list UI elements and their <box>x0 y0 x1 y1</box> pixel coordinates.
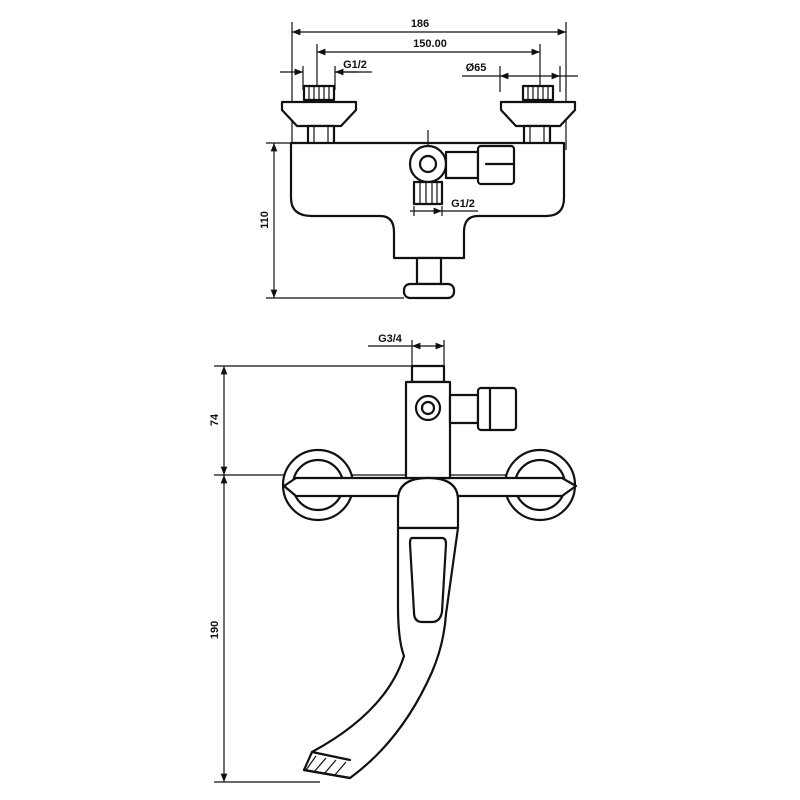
diverter-column <box>404 364 518 480</box>
left-eccentric-connector <box>280 84 358 146</box>
spout-inlay <box>408 536 448 624</box>
dimension-label-186: 186 <box>411 18 429 30</box>
spout-hub <box>396 476 460 530</box>
diverter-knob-top <box>408 144 516 186</box>
front-view: G3/4 74 190 <box>209 333 578 783</box>
dimension-body-height: 110 <box>259 142 404 299</box>
dimension-diverter-thread: G3/4 <box>368 333 445 366</box>
dimension-flange-diameter: Ø65 <box>462 62 578 92</box>
right-eccentric-connector <box>499 84 577 146</box>
dimension-label-74: 74 <box>209 413 221 426</box>
top-view: 186 150.00 G1/2 Ø65 <box>259 18 578 300</box>
spout-stub-top <box>402 256 456 300</box>
spout-aerator <box>302 750 352 780</box>
dimension-spout-height: 190 <box>209 475 320 783</box>
aerator-hatch <box>305 755 347 777</box>
dimension-label-110: 110 <box>259 211 271 229</box>
dimension-label-g12-outlet: G1/2 <box>451 198 475 210</box>
dimension-label-g34: G3/4 <box>378 333 403 345</box>
dimension-label-190: 190 <box>209 621 221 639</box>
dimension-label-d65: Ø65 <box>466 62 487 74</box>
dimension-upper-height: 74 <box>209 365 560 476</box>
dimension-overall-width: 186 <box>291 18 567 150</box>
outlet-thread-top: G1/2 <box>410 180 478 216</box>
dimension-label-g12-left: G1/2 <box>343 59 367 71</box>
dimension-label-150: 150.00 <box>413 38 447 50</box>
